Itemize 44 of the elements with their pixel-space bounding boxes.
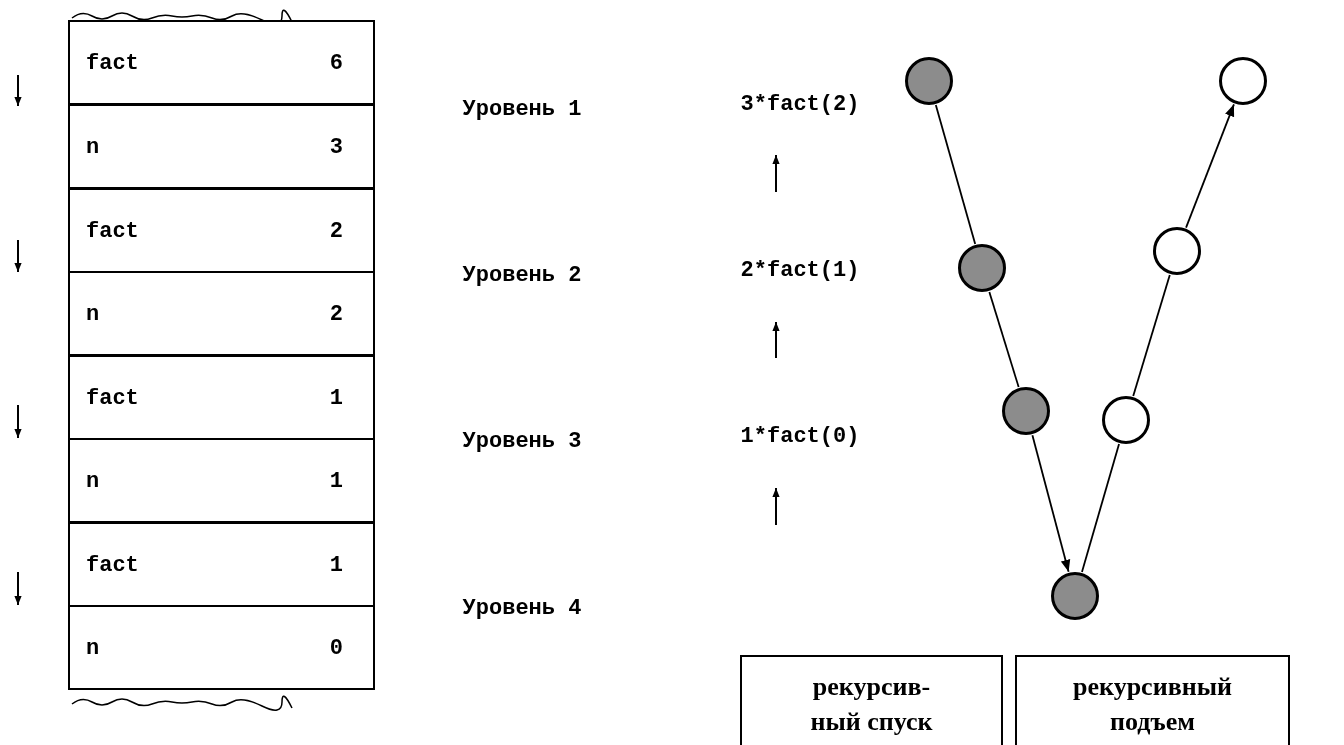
call-expression: 2*fact(1)	[739, 258, 861, 283]
connector-arrow	[1185, 103, 1235, 229]
call-circle	[1051, 572, 1099, 620]
caption-box	[1015, 655, 1290, 745]
variable-name: n	[86, 134, 100, 159]
call-circle	[1219, 57, 1267, 105]
call-circle	[1153, 227, 1201, 275]
variable-value: 0	[329, 635, 343, 660]
stack-cell	[68, 20, 375, 105]
stack-cell	[68, 104, 375, 189]
variable-value: 2	[329, 301, 343, 326]
caption-box	[740, 655, 1003, 745]
stack-cell	[68, 355, 375, 440]
level-label: Уровень 3	[461, 428, 583, 456]
variable-value: 3	[329, 134, 343, 159]
box-text: рекурсивный подъем	[1072, 671, 1233, 739]
connector-arrow	[1031, 434, 1071, 573]
stack-cell	[68, 271, 375, 356]
variable-value: 2	[329, 218, 343, 243]
call-expression: 1*fact(0)	[739, 424, 861, 449]
call-expression: 3*fact(2)	[739, 92, 861, 117]
call-circle	[1002, 387, 1050, 435]
stack-cell	[68, 188, 375, 273]
level-label: Уровень 2	[461, 262, 583, 290]
variable-value: 1	[329, 385, 343, 410]
variable-name: n	[86, 301, 100, 326]
call-circle	[958, 244, 1006, 292]
level-label: Уровень 1	[461, 96, 583, 124]
call-circle	[905, 57, 953, 105]
variable-name: fact	[86, 385, 139, 410]
call-circle	[1102, 396, 1150, 444]
level-label: Уровень 4	[461, 595, 583, 623]
stack-cell	[68, 522, 375, 607]
variable-name: fact	[86, 218, 139, 243]
stack-cell	[68, 605, 375, 690]
stack-cell	[68, 438, 375, 523]
variable-name: fact	[86, 552, 139, 577]
variable-name: fact	[86, 50, 139, 75]
variable-name: n	[86, 468, 100, 493]
variable-value: 1	[329, 552, 343, 577]
variable-value: 6	[329, 50, 343, 75]
box-text: рекурсив- ный спуск	[809, 671, 934, 739]
variable-name: n	[86, 635, 100, 660]
variable-value: 1	[329, 468, 343, 493]
